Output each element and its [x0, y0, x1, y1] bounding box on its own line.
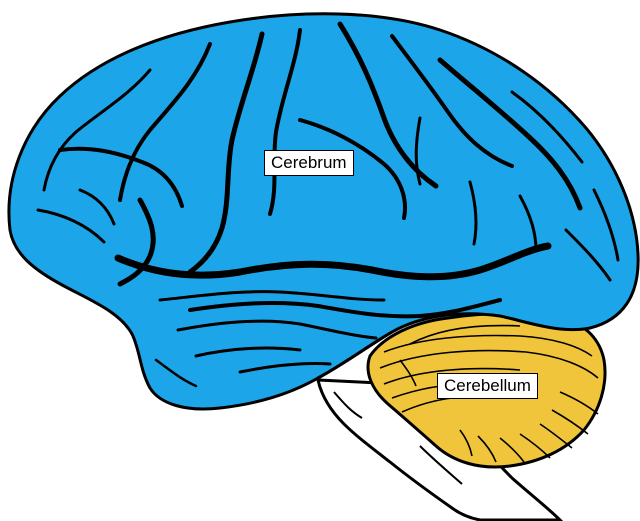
cerebellum-label: Cerebellum: [437, 373, 538, 399]
temporal-lobe-edge: [317, 330, 393, 380]
cerebellum-folia: [379, 324, 599, 463]
cerebrum-label: Cerebrum: [264, 150, 354, 176]
brainstem-inner-line: [333, 391, 363, 419]
cerebrum-sulci: [36, 21, 620, 388]
brainstem-inner-line: [419, 445, 463, 485]
